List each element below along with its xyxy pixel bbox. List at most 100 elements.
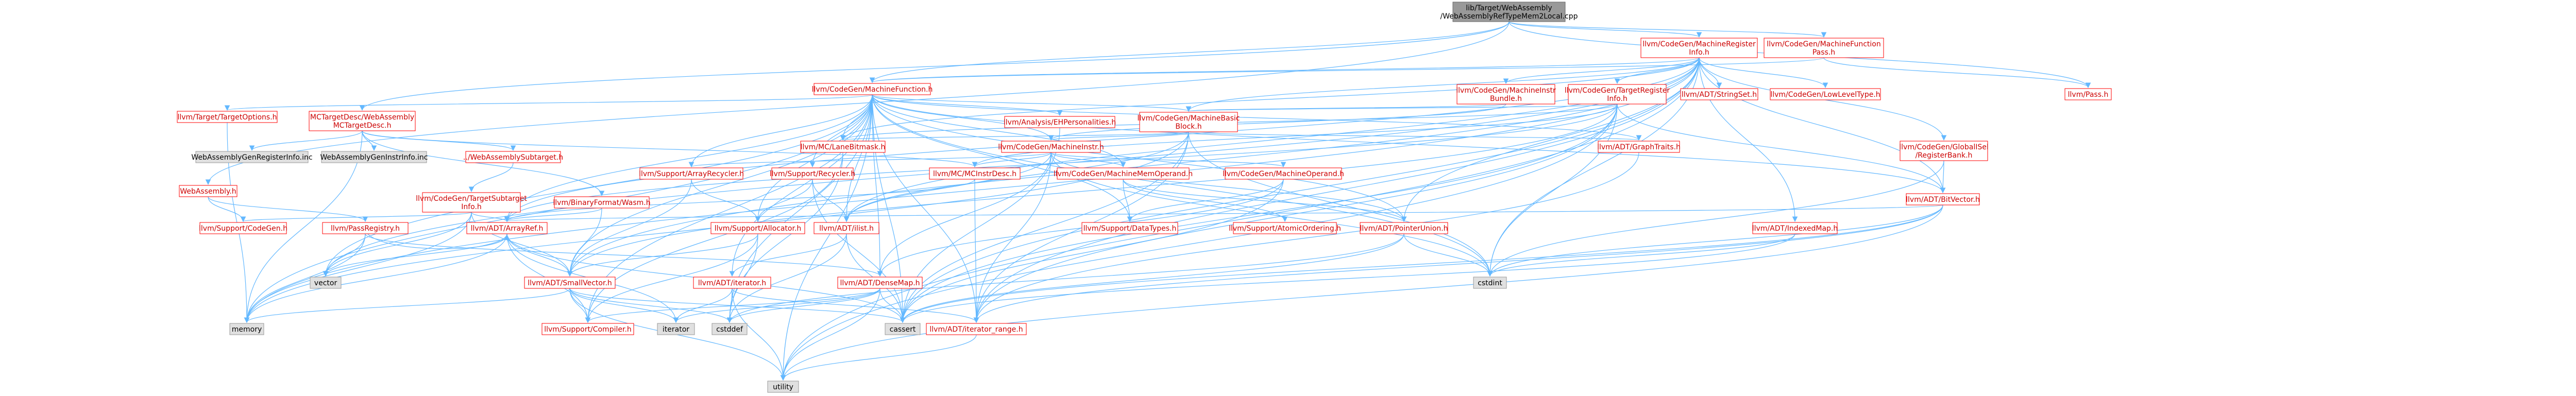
edge-mri-to-lowlevel: [1699, 57, 1828, 89]
node-low-level-type[interactable]: llvm/CodeGen/LowLevelType.h: [1770, 88, 1881, 100]
node-support-compiler[interactable]: llvm/Support/Compiler.h: [541, 323, 634, 335]
edge-gisel-to-bitvector: [1940, 160, 1946, 194]
edge-mcdesc-to-binfmt: [362, 130, 605, 197]
svg-text:llvm/CodeGen/MachineMemOperand: llvm/CodeGen/MachineMemOperand.h: [1054, 170, 1193, 178]
node-string-set[interactable]: llvm/ADT/StringSet.h: [1680, 88, 1758, 100]
edge-mri-to-mf: [870, 57, 1700, 83]
edge-machineinstr-to-pointerunion: [1050, 152, 1407, 222]
node-adt-iterator[interactable]: llvm/ADT/iterator.h: [693, 277, 771, 289]
node-std-utility[interactable]: utility: [767, 381, 799, 393]
node-small-vector[interactable]: llvm/ADT/SmallVector.h: [524, 277, 616, 289]
node-gen-register-info-inc[interactable]: WebAssemblyGenRegisterInfo.inc: [191, 151, 313, 163]
edge-memoperand-to-datatypes: [1123, 179, 1133, 222]
node-std-cstdint[interactable]: cstdint: [1473, 277, 1507, 289]
edge-mf-to-memory: [244, 94, 873, 323]
edge-mri-to-indexedmap: [1699, 57, 1798, 222]
node-std-iterator[interactable]: iterator: [657, 323, 695, 335]
edge-mf-to-vector: [323, 94, 873, 277]
node-webassembly-h[interactable]: WebAssembly.h: [179, 185, 238, 197]
edge-tsi-to-smallvector: [471, 212, 573, 277]
edge-mcinstrdesc-to-arrayref: [504, 179, 975, 222]
svg-text:llvm/ADT/DenseMap.h: llvm/ADT/DenseMap.h: [840, 279, 920, 287]
node-indexed-map[interactable]: llvm/ADT/IndexedMap.h: [1752, 222, 1838, 234]
edge-gisel-to-cstdint: [1487, 160, 1944, 277]
node-data-types[interactable]: llvm/Support/DataTypes.h: [1081, 222, 1178, 234]
node-eh-personalities[interactable]: llvm/Analysis/EHPersonalities.h: [1004, 116, 1116, 128]
node-root-file[interactable]: lib/Target/WebAssembly/WebAssemblyRefTyp…: [1440, 2, 1578, 22]
edge-mf-to-memoperand: [872, 94, 1126, 168]
node-atomic-ordering[interactable]: llvm/Support/AtomicOrdering.h: [1229, 222, 1341, 234]
svg-text:llvm/MC/LaneBitmask.h: llvm/MC/LaneBitmask.h: [801, 143, 886, 151]
svg-text:llvm/Support/Recycler.h: llvm/Support/Recycler.h: [770, 170, 855, 178]
svg-text:llvm/PassRegistry.h: llvm/PassRegistry.h: [331, 225, 400, 233]
edge-mf-to-densemap: [872, 94, 883, 277]
svg-text:../WebAssemblySubtarget.h: ../WebAssemblySubtarget.h: [463, 153, 563, 162]
node-support-codegen[interactable]: llvm/Support/CodeGen.h: [199, 222, 287, 234]
node-webassembly-subtarget[interactable]: ../WebAssemblySubtarget.h: [463, 151, 563, 163]
node-std-cassert[interactable]: cassert: [885, 323, 921, 335]
edge-arrayrecycler-to-smallvector: [567, 179, 692, 277]
svg-text:llvm/Support/Allocator.h: llvm/Support/Allocator.h: [715, 225, 802, 233]
node-std-memory[interactable]: memory: [229, 323, 264, 335]
edge-mf-to-iterrange: [872, 94, 979, 323]
node-dense-map[interactable]: llvm/ADT/DenseMap.h: [837, 277, 923, 289]
svg-text:llvm/Support/AtomicOrdering.h: llvm/Support/AtomicOrdering.h: [1229, 225, 1341, 233]
edge-smallvector-to-iterator: [569, 288, 679, 323]
node-mc-instr-desc[interactable]: llvm/MC/MCInstrDesc.h: [929, 167, 1021, 180]
edge-mf-to-ilist: [843, 94, 873, 222]
node-pointer-union[interactable]: llvm/ADT/PointerUnion.h: [1360, 222, 1448, 234]
node-gen-instr-info-inc[interactable]: WebAssemblyGenInstrInfo.inc: [320, 151, 428, 163]
edge-bitvector-to-cstdint: [1487, 204, 1943, 277]
node-bit-vector[interactable]: llvm/ADT/BitVector.h: [1906, 193, 1980, 205]
edge-pointerunion-to-cstddef: [726, 233, 1404, 323]
edge-mri-to-mbb: [1185, 57, 1700, 112]
node-machine-function[interactable]: llvm/CodeGen/MachineFunction.h: [812, 83, 933, 95]
edge-mibundle-to-machineinstr: [1048, 104, 1506, 141]
node-array-recycler[interactable]: llvm/Support/ArrayRecycler.h: [639, 167, 744, 180]
node-binary-format-wasm[interactable]: llvm/BinaryFormat/Wasm.h: [553, 196, 651, 209]
edge-tsi-to-memory: [244, 212, 472, 323]
edge-mf-to-arrayrecycler: [688, 94, 873, 168]
node-lane-bitmask[interactable]: llvm/MC/LaneBitmask.h: [800, 141, 886, 153]
node-support-allocator[interactable]: llvm/Support/Allocator.h: [710, 222, 805, 234]
node-machine-mem-operand[interactable]: llvm/CodeGen/MachineMemOperand.h: [1054, 167, 1193, 180]
edge-mri-to-tri: [1614, 57, 1700, 84]
edge-densemap-to-cstddef: [726, 288, 880, 323]
node-machine-instr[interactable]: llvm/CodeGen/MachineInstr.h: [998, 141, 1104, 153]
edge-passregistry-to-densemap: [365, 233, 883, 277]
edge-passregistry-to-arrayref: [365, 228, 510, 249]
svg-text:iterator: iterator: [663, 325, 689, 334]
edge-mri-to-pointerunion: [1401, 57, 1700, 222]
svg-text:llvm/Target/TargetOptions.h: llvm/Target/TargetOptions.h: [177, 113, 277, 122]
svg-text:llvm/Support/ArrayRecycler.h: llvm/Support/ArrayRecycler.h: [639, 170, 744, 178]
edge-root-to-mcdesc: [359, 21, 1510, 111]
node-std-cstddef[interactable]: cstddef: [711, 323, 748, 335]
edge-mf-to-datatypes: [872, 94, 1133, 222]
edge-mf-to-cstdint: [872, 94, 1493, 277]
node-target-options[interactable]: llvm/Target/TargetOptions.h: [177, 111, 278, 123]
node-recycler[interactable]: llvm/Support/Recycler.h: [770, 167, 855, 180]
node-pass-h[interactable]: llvm/Pass.h: [2064, 88, 2112, 100]
node-graph-traits[interactable]: llvm/ADT/GraphTraits.h: [1597, 141, 1681, 153]
node-ilist[interactable]: llvm/ADT/ilist.h: [814, 222, 879, 234]
node-pass-registry[interactable]: llvm/PassRegistry.h: [322, 222, 409, 234]
node-register-bank[interactable]: llvm/CodeGen/GlobalISel/RegisterBank.h: [1899, 141, 1989, 161]
node-iterator-range[interactable]: llvm/ADT/iterator_range.h: [926, 323, 1027, 335]
edge-arrayrecycler-to-allocator: [691, 179, 761, 222]
edge-allocator-to-compiler: [585, 233, 758, 323]
node-array-ref[interactable]: llvm/ADT/ArrayRef.h: [466, 222, 548, 234]
edge-memoperand-to-pointerunion: [1123, 179, 1407, 222]
node-machine-operand[interactable]: llvm/CodeGen/MachineOperand.h: [1223, 167, 1344, 180]
edge-mf-to-graphtraits: [872, 94, 1642, 141]
node-std-vector[interactable]: vector: [310, 277, 342, 289]
edge-machineinstr-to-operand: [1050, 152, 1286, 168]
